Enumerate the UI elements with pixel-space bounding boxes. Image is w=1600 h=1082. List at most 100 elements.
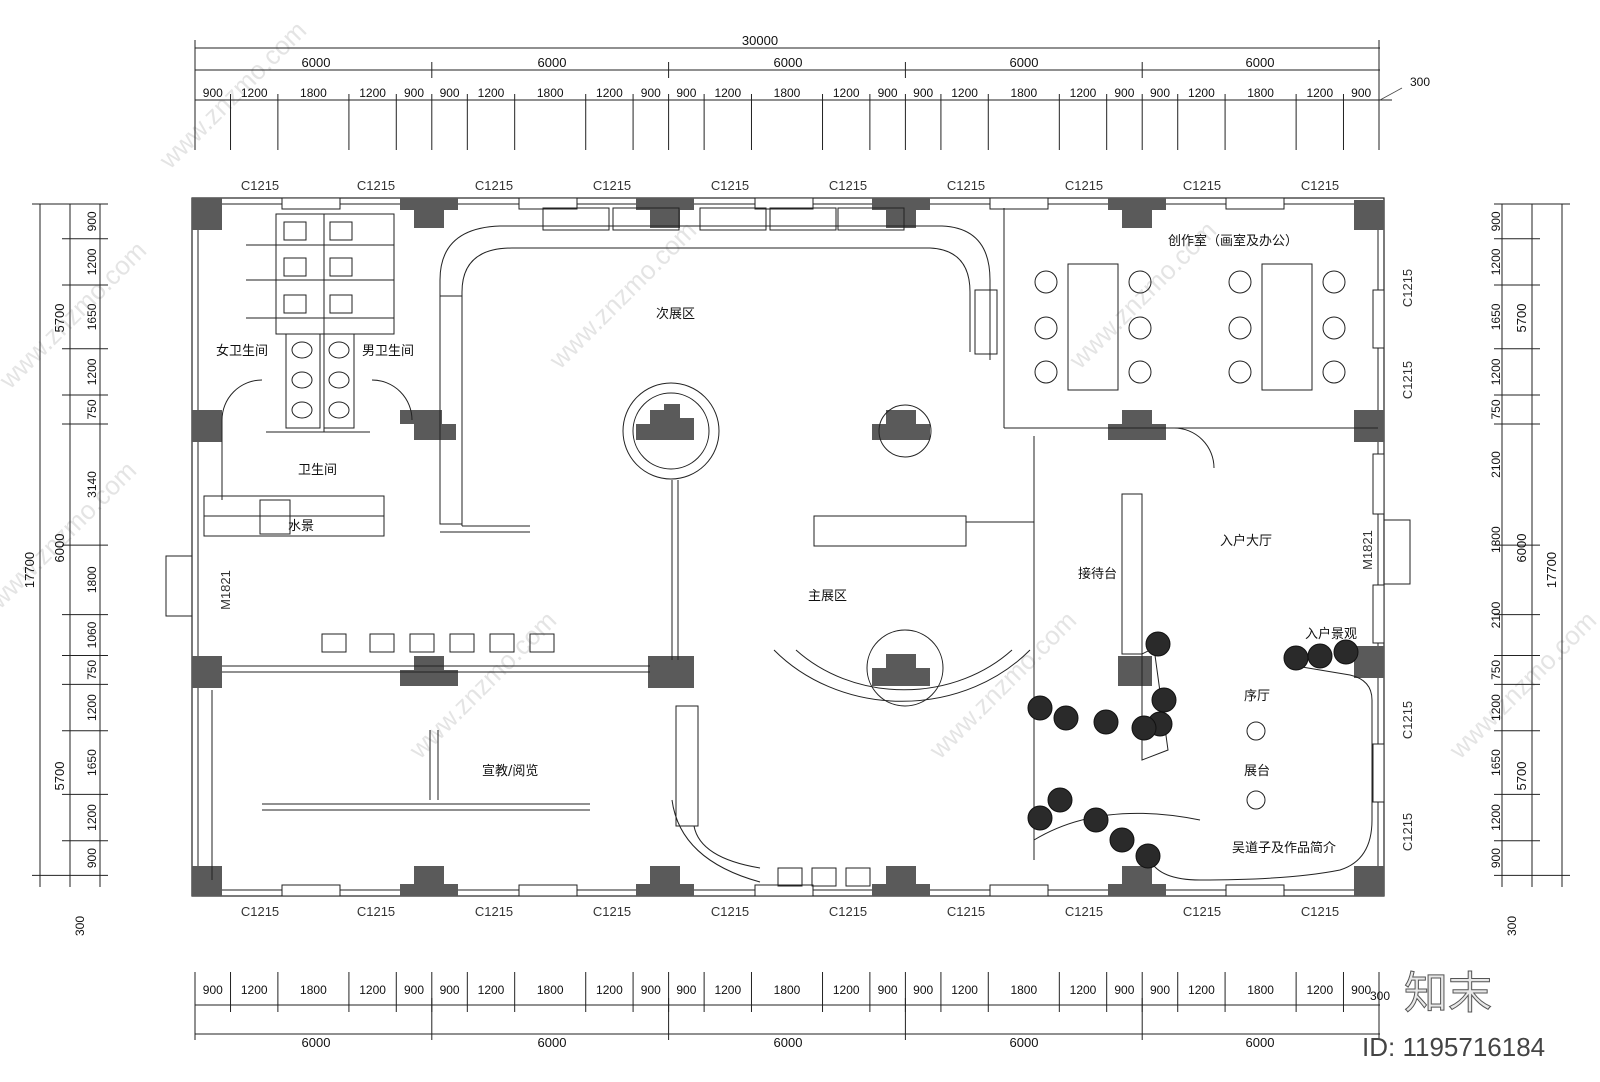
chair — [1034, 316, 1058, 340]
dim-sub-label: 2100 — [1489, 601, 1503, 628]
chair — [1322, 270, 1346, 294]
window-labels-right: C1215 C1215 C1215 C1215 — [1400, 269, 1415, 851]
window-label: C1215 — [593, 178, 631, 193]
watermark-site-8: www.znzmo.com — [152, 15, 312, 175]
dim-sub-label: 900 — [1489, 211, 1503, 231]
window-label: C1215 — [241, 178, 279, 193]
watermark-site-7: www.znzmo.com — [1442, 605, 1600, 765]
dim-sub-label: 1800 — [774, 86, 801, 100]
shrub — [1047, 787, 1073, 813]
structural-columns — [192, 198, 1384, 896]
building-walls — [191, 197, 1385, 897]
room-label-artist-intro: 吴道子及作品简介 — [1232, 840, 1336, 856]
dim-sub-label: 900 — [878, 983, 898, 997]
dim-sub-label: 750 — [85, 399, 99, 419]
dim-right-bay: 6000 — [1514, 534, 1529, 563]
window-label: C1215 — [593, 904, 631, 919]
shrub — [1093, 709, 1119, 735]
watermark-site-2: www.znzmo.com — [542, 215, 702, 375]
door-label-right: M1821 — [1360, 530, 1375, 570]
dim-offset-bottom-left: 300 — [73, 916, 87, 936]
shrub — [1307, 643, 1333, 669]
dim-sub-label: 900 — [404, 983, 424, 997]
room-label-restroom: 卫生间 — [298, 463, 337, 478]
dim-sub-label: 1200 — [714, 86, 741, 100]
dim-sub-label: 900 — [1150, 86, 1170, 100]
window-label: C1215 — [1400, 813, 1415, 851]
dim-sub-label: 1200 — [85, 804, 99, 831]
window-label: C1215 — [711, 904, 749, 919]
dim-sub-label: 1200 — [596, 983, 623, 997]
dim-sub-label: 1200 — [85, 358, 99, 385]
room-label-womens-wc: 女卫生间 — [216, 343, 268, 359]
dim-offset-bottom-right: 300 — [1370, 989, 1390, 1003]
dim-sub-label: 900 — [1150, 983, 1170, 997]
dim-top-bay: 6000 — [774, 55, 803, 70]
window-label: C1215 — [1301, 178, 1339, 193]
watermark-site-1: www.znzmo.com — [0, 235, 152, 395]
dim-bottom-bay: 6000 — [1010, 1035, 1039, 1050]
dim-sub-label: 900 — [913, 86, 933, 100]
dim-sub-label: 900 — [878, 86, 898, 100]
window-label: C1215 — [711, 178, 749, 193]
round-column-features — [622, 382, 944, 707]
dim-offset-right-bottom: 300 — [1505, 916, 1519, 936]
window-label: C1215 — [1400, 269, 1415, 307]
window-label: C1215 — [829, 904, 867, 919]
shrub — [1083, 807, 1109, 833]
room-label-education-reading: 宣教/阅览 — [482, 763, 538, 779]
dim-sub-label: 1200 — [1188, 983, 1215, 997]
dim-sub-label: 900 — [641, 983, 661, 997]
room-label-booth: 展台 — [1244, 764, 1270, 779]
dim-sub-label: 1200 — [478, 86, 505, 100]
room-labels: 创作室（画室及办公） 次展区 女卫生间 男卫生间 卫生间 水景 主展区 接待台 … — [216, 233, 1357, 856]
dim-sub-label: 900 — [913, 983, 933, 997]
dim-right-subs: 9001200165012007502100180021007501200165… — [1489, 211, 1503, 868]
shrub — [1027, 695, 1053, 721]
dim-right-bay: 5700 — [1514, 762, 1529, 791]
dim-sub-label: 1650 — [85, 749, 99, 776]
dim-top-bay: 6000 — [1246, 55, 1275, 70]
dim-bottom-bays: 6000 6000 6000 6000 6000 — [302, 1035, 1275, 1050]
dim-sub-label: 1200 — [85, 248, 99, 275]
chair — [1322, 316, 1346, 340]
dim-top-bays: 6000 6000 6000 6000 6000 — [302, 55, 1275, 70]
dim-top-bay: 6000 — [538, 55, 567, 70]
room-label-foyer: 序厅 — [1244, 689, 1270, 704]
dim-sub-label: 3140 — [85, 471, 99, 498]
dim-sub-label: 1200 — [359, 86, 386, 100]
dim-sub-label: 1800 — [1247, 86, 1274, 100]
dim-bottom-bay: 6000 — [1246, 1035, 1275, 1050]
room-label-reception-desk: 接待台 — [1078, 566, 1117, 582]
dim-sub-label: 750 — [1489, 399, 1503, 419]
dim-left-bays: 5700 6000 5700 — [52, 304, 67, 791]
shrub — [1283, 645, 1309, 671]
room-label-mens-wc: 男卫生间 — [362, 344, 414, 359]
window-label: C1215 — [357, 904, 395, 919]
room-label-secondary-exhibit: 次展区 — [656, 306, 695, 322]
dim-total-right: 17700 — [1544, 552, 1559, 588]
dim-sub-label: 900 — [676, 983, 696, 997]
dim-sub-label: 900 — [203, 86, 223, 100]
chair — [1228, 316, 1252, 340]
watermark-site-4: www.znzmo.com — [0, 455, 142, 615]
chair — [1228, 360, 1252, 384]
dim-sub-label: 1200 — [1489, 694, 1503, 721]
window-label: C1215 — [829, 178, 867, 193]
dim-sub-label: 900 — [1351, 86, 1371, 100]
dim-offset-top-right: 300 — [1410, 75, 1430, 89]
dim-bottom-bay: 6000 — [774, 1035, 803, 1050]
booths — [1246, 721, 1266, 810]
dim-left-bay: 5700 — [52, 762, 67, 791]
dim-sub-label: 900 — [1114, 86, 1134, 100]
shrub — [1109, 827, 1135, 853]
chair — [1228, 270, 1252, 294]
dim-sub-label: 1200 — [1306, 983, 1333, 997]
dim-sub-label: 1200 — [85, 694, 99, 721]
dim-sub-label: 1650 — [1489, 303, 1503, 330]
dim-sub-label: 1200 — [241, 983, 268, 997]
